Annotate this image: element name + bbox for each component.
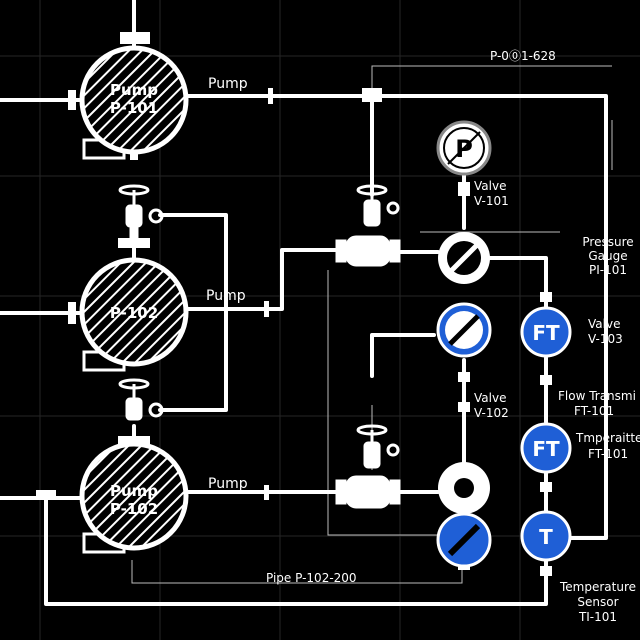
svg-text:V-101: V-101 [474, 194, 509, 208]
control-valve-icon [438, 462, 490, 514]
tag-pressure-gauge: Pressure Gauge PI-101 [582, 235, 633, 277]
ft1-symbol: FT [532, 321, 560, 345]
svg-text:Flow Transmi: Flow Transmi [558, 389, 636, 403]
tag-temperature-ft: Tmperaitte FT-101 [575, 431, 640, 461]
pressure-gauge-icon: P [436, 120, 492, 176]
valve-v101-icon [335, 184, 401, 267]
svg-text:FT-101: FT-101 [574, 404, 614, 418]
svg-text:Temperature: Temperature [559, 580, 636, 594]
flow-transmitter-ft2-icon: FT [520, 422, 572, 474]
tag-valve-v103: Valve V-103 [588, 317, 623, 346]
temperature-sensor-icon: T [520, 510, 572, 562]
svg-text:Gauge: Gauge [588, 249, 627, 263]
pipe-label-pump-c: Pump [208, 476, 248, 492]
svg-text:V-103: V-103 [588, 332, 623, 346]
svg-text:Pressure: Pressure [582, 235, 633, 249]
svg-text:Sensor: Sensor [577, 595, 618, 609]
svg-text:Valve: Valve [474, 179, 506, 193]
pipe-label-top-line: P-0⓪1-628 [490, 49, 556, 63]
pump-p102-tag: P-102 [110, 304, 158, 322]
control-valve-icon [438, 232, 490, 284]
valve-v102-blue-icon [436, 302, 492, 358]
pump-p102: P-102 [79, 238, 189, 372]
svg-text:Valve: Valve [474, 391, 506, 405]
hand-valve-icon [118, 184, 164, 241]
valve-blue-bottom-icon [436, 512, 492, 568]
pump-p101: Pump P-101 [79, 32, 189, 160]
hand-valve-icon [118, 378, 164, 421]
t-symbol: T [539, 525, 553, 549]
svg-text:FT-101: FT-101 [588, 447, 628, 461]
valve-v102-icon [335, 424, 401, 509]
flow-transmitter-ft1-icon: FT [520, 306, 572, 358]
svg-text:Tmperaitte: Tmperaitte [575, 431, 640, 445]
pipe-label-bottom-line: Pipe P-102-200 [266, 571, 357, 585]
tag-valve-v101: Valve V-101 [474, 179, 509, 208]
svg-text:V-102: V-102 [474, 406, 509, 420]
svg-text:Valve: Valve [588, 317, 620, 331]
pump-p101-label: Pump [110, 81, 158, 99]
tag-temperature-sensor: Temperature Sensor TI-101 [559, 580, 636, 624]
pump-p101-tag: P-101 [110, 99, 158, 117]
pump-p102-b: Pump P-102 [79, 436, 189, 554]
pump-p102b-tag: P-102 [110, 500, 158, 518]
pipe-label-pump-b: Pump [206, 288, 246, 304]
pipe-label-pump-a: Pump [208, 76, 248, 92]
tag-valve-v102: Valve V-102 [474, 391, 509, 420]
ft2-symbol: FT [532, 437, 560, 461]
pump-p102b-label: Pump [110, 482, 158, 500]
tag-flow-transmitter: Flow Transmi FT-101 [558, 389, 636, 418]
svg-text:TI-101: TI-101 [578, 610, 617, 624]
svg-text:PI-101: PI-101 [589, 263, 627, 277]
signal-lines [131, 65, 613, 584]
